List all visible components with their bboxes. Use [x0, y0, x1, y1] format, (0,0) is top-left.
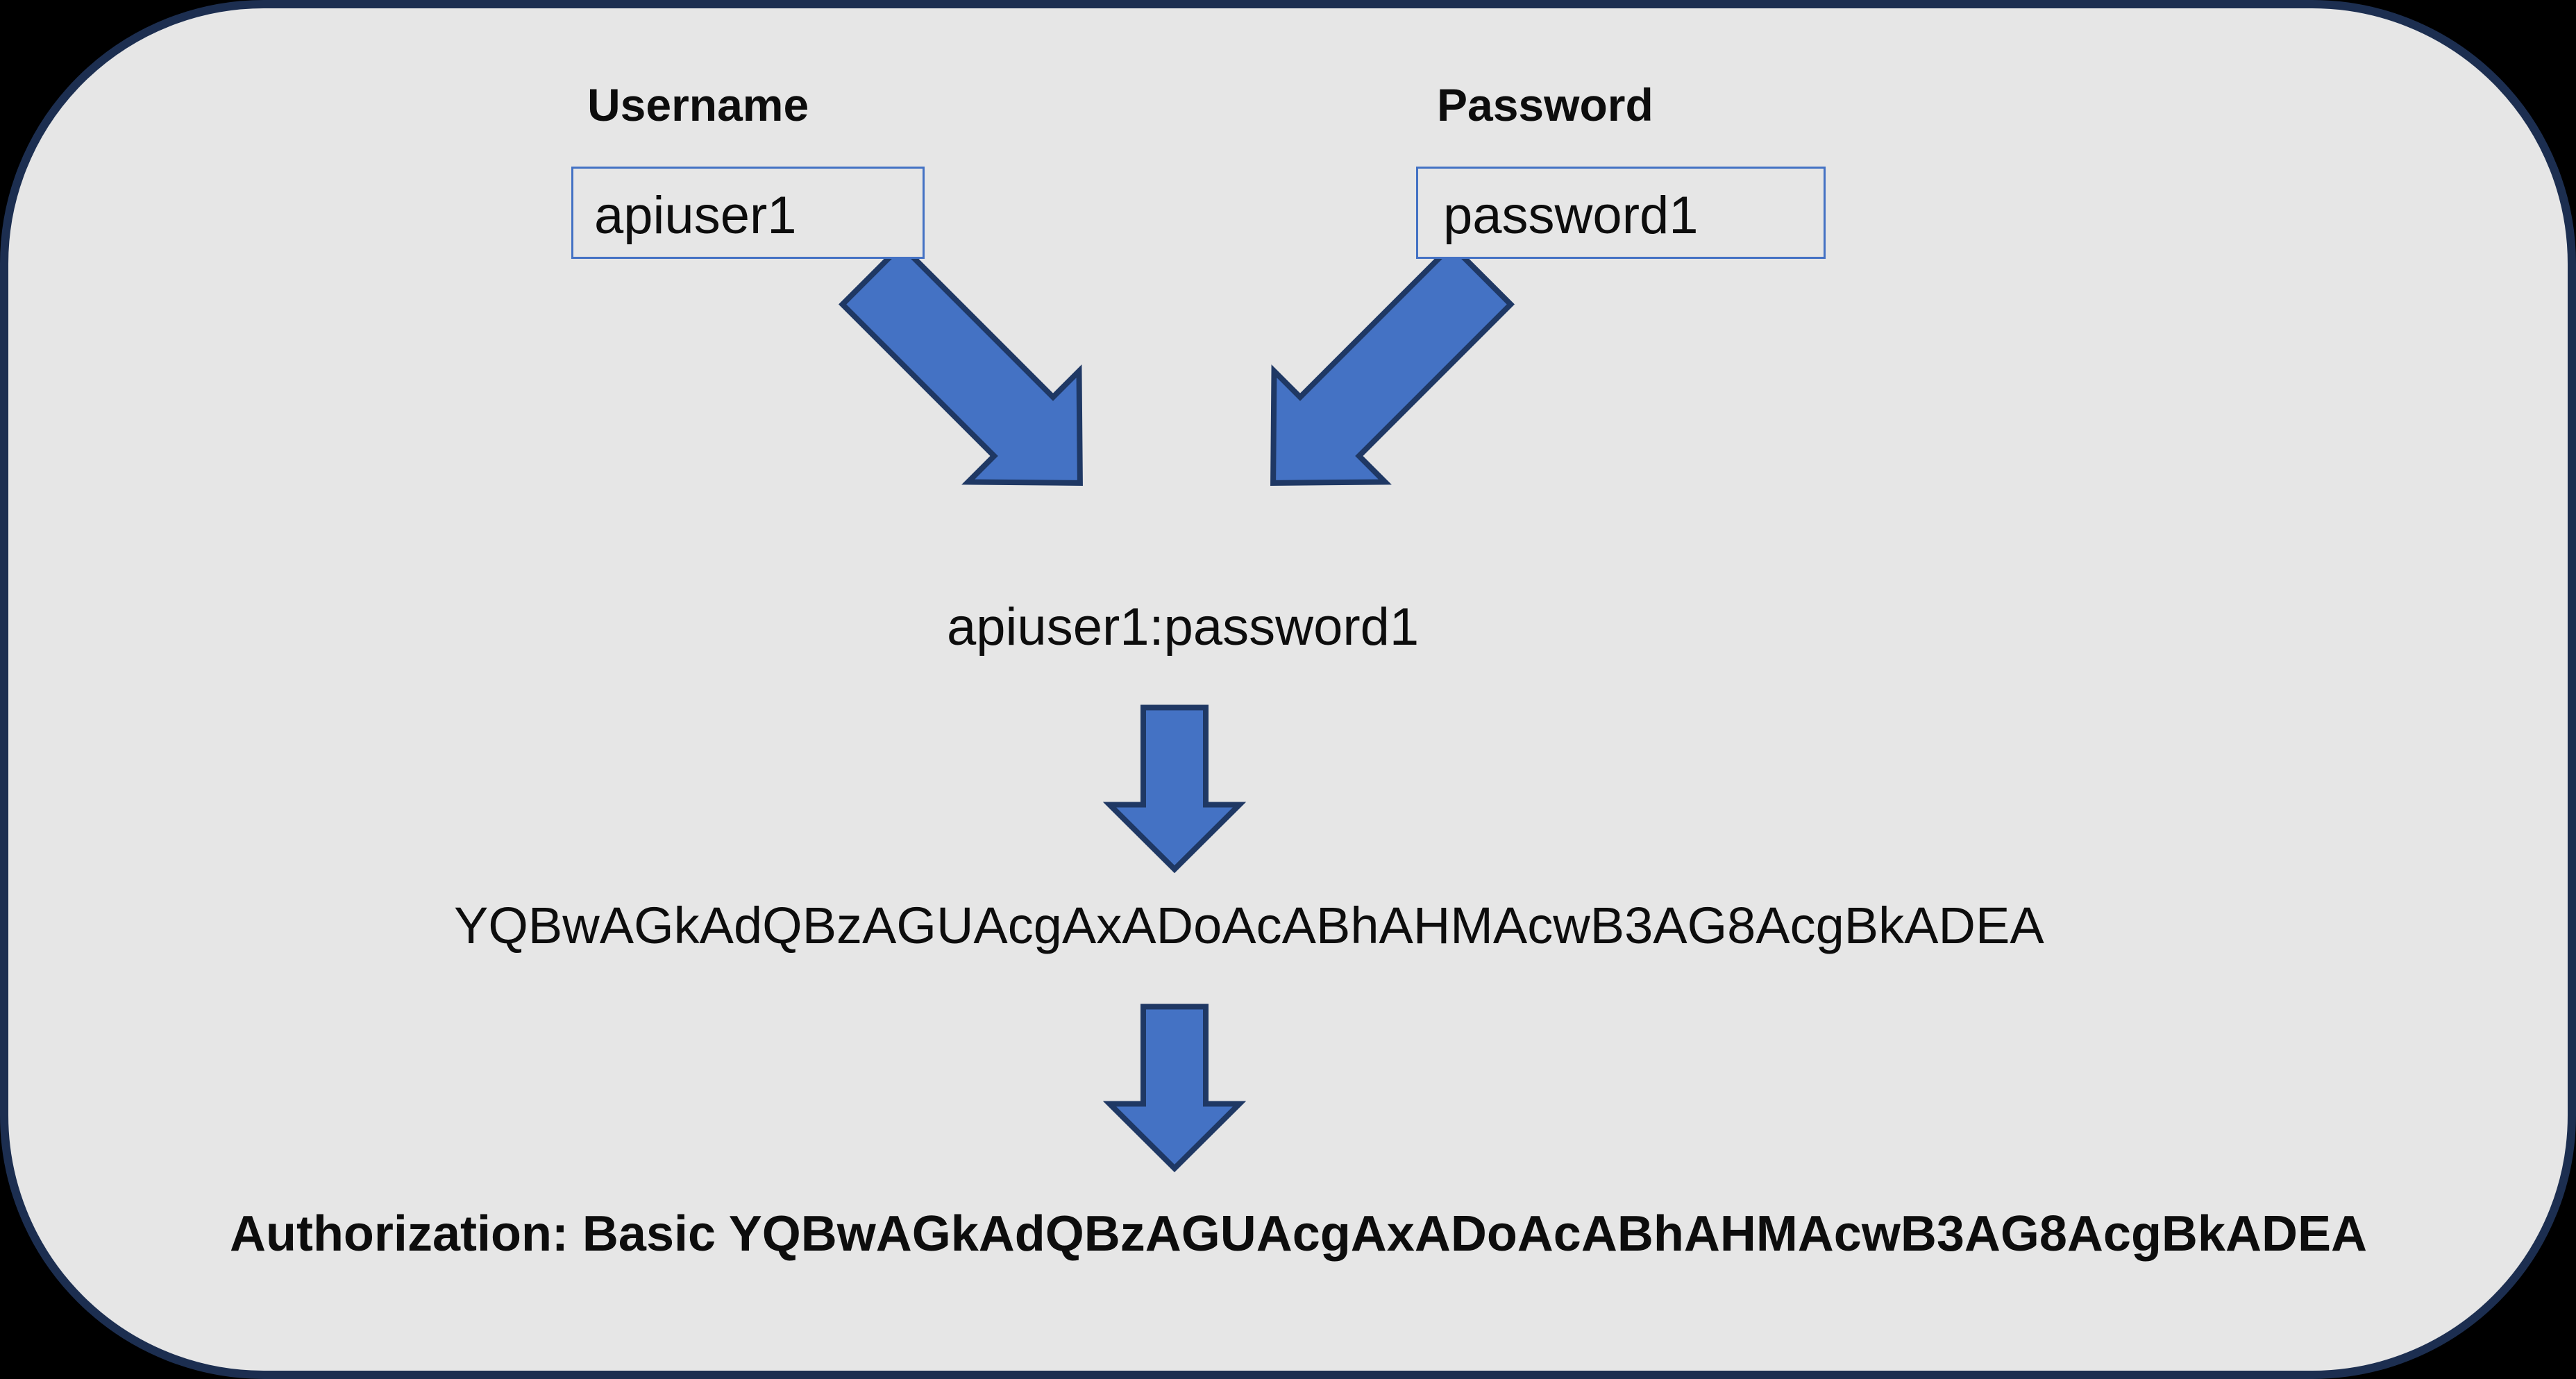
username-field: apiuser1 — [571, 167, 925, 259]
username-value: apiuser1 — [594, 185, 797, 245]
password-value: password1 — [1443, 185, 1699, 245]
username-label: Username — [587, 79, 809, 130]
authorization-header-text: Authorization: Basic YQBwAGkAdQBzAGUAcgA… — [230, 1206, 2367, 1262]
combined-credentials-text: apiuser1:password1 — [947, 598, 1420, 657]
base64-encoded-text: YQBwAGkAdQBzAGUAcgAxADoAcABhAHMAcwB3AG8A… — [454, 897, 2044, 954]
password-field: password1 — [1416, 167, 1826, 259]
password-label: Password — [1437, 79, 1653, 130]
